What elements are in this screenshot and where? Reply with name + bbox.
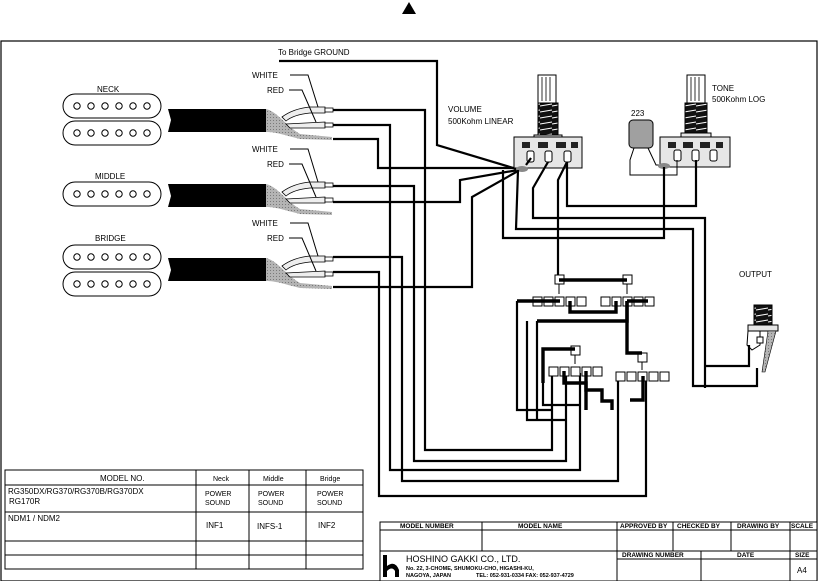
five-way-switch (515, 274, 670, 422)
tb-address-line2: NAGOYA, JAPAN (406, 573, 451, 579)
volume-label: VOLUME (448, 105, 482, 114)
pickup-neck: NECK (62, 85, 162, 146)
model-row1-bridge-2: SOUND (317, 500, 342, 507)
tb-drawing-number-label: DRAWING NUMBER (622, 552, 684, 559)
model-row1-neck-1: POWER (205, 491, 231, 498)
up-arrow-icon (402, 2, 416, 14)
capacitor-label: 223 (631, 109, 645, 118)
wire-label-neck-white: WHITE (252, 71, 278, 80)
wire-label-bridge-white: WHITE (252, 219, 278, 228)
pot-wiring (501, 157, 759, 388)
tb-header-model-number: MODEL NUMBER (400, 523, 454, 530)
label-leaders (289, 74, 319, 272)
model-header-model-no: MODEL NO. (100, 474, 145, 483)
pickup-label-neck: NECK (97, 85, 120, 94)
tb-address-line1: No. 22, 3-CHOME, SHUMOKU-CHO, HIGASHI-KU… (406, 566, 534, 572)
model-row1-neck-2: SOUND (205, 500, 230, 507)
pickup-label-middle: MIDDLE (95, 172, 125, 181)
tone-spec: 500Kohm LOG (712, 95, 765, 104)
tb-size-value: A4 (797, 566, 807, 575)
tb-header-approved-by: APPROVED BY (620, 523, 668, 530)
company-logo-icon (383, 555, 399, 577)
tb-header-scale: SCALE (791, 523, 814, 530)
tb-header-model-name: MODEL NAME (518, 523, 563, 530)
output-label: OUTPUT (739, 270, 772, 279)
pickup-bridge: BRIDGE (62, 234, 162, 297)
to-bridge-ground-label: To Bridge GROUND (278, 48, 350, 57)
tb-company-name: HOSHINO GAKKI CO., LTD. (406, 554, 520, 564)
wire-label-neck-red: RED (267, 86, 284, 95)
model-row1-model-line1: RG350DX/RG370/RG370B/RG370DX (8, 487, 144, 496)
cable-neck (168, 106, 334, 140)
output-jack (706, 304, 779, 373)
tb-header-checked-by: CHECKED BY (677, 523, 721, 530)
capacitor (628, 119, 678, 176)
wire-label-middle-red: RED (267, 160, 284, 169)
tb-header-drawing-by: DRAWING BY (737, 523, 780, 530)
model-row2-model: NDM1 / NDM2 (8, 514, 61, 523)
volume-pot (513, 74, 583, 172)
model-header-middle: Middle (263, 476, 284, 483)
tb-date-label: DATE (737, 552, 755, 559)
ground-wire (279, 59, 521, 172)
model-row1-middle-1: POWER (258, 491, 284, 498)
wire-label-bridge-red: RED (267, 234, 284, 243)
tone-label: TONE (712, 84, 734, 93)
model-row1-middle-2: SOUND (258, 500, 283, 507)
pickup-lead-wires (333, 108, 648, 498)
cable-middle (168, 181, 334, 215)
model-row1-bridge-1: POWER (317, 491, 343, 498)
model-row2-bridge: INF2 (318, 521, 336, 530)
pickup-middle: MIDDLE (62, 172, 162, 207)
tb-size-label: SIZE (795, 552, 810, 559)
model-header-neck: Neck (213, 476, 229, 483)
volume-spec: 500Kohm LINEAR (448, 117, 514, 126)
model-row2-neck: INF1 (206, 521, 224, 530)
drawing-frame (0, 40, 818, 581)
tb-contact: TEL: 052-931-0334 FAX: 052-937-4729 (476, 573, 574, 579)
wire-label-middle-white: WHITE (252, 145, 278, 154)
model-row1-model-line2: RG170R (9, 497, 40, 506)
model-row2-middle: INFS-1 (257, 522, 283, 531)
title-block (379, 521, 818, 581)
model-table (4, 469, 364, 570)
cable-bridge (168, 255, 334, 289)
model-header-bridge: Bridge (320, 476, 340, 483)
pickup-label-bridge: BRIDGE (95, 234, 126, 243)
